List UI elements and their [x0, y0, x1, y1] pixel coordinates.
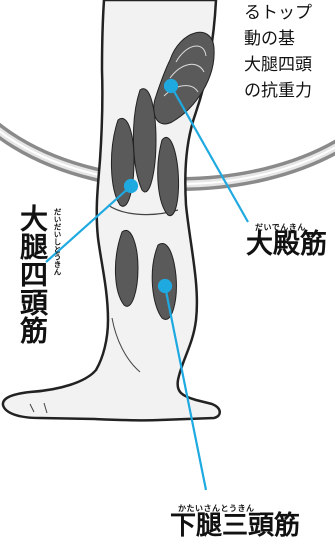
triceps-surae-label: 下腿三頭筋 [170, 511, 300, 541]
calf-pointer [165, 286, 206, 490]
quadriceps-label: 大腿四頭筋 [16, 204, 48, 344]
gluteus-pointer [171, 86, 248, 222]
description-line: 動の基 [244, 26, 335, 52]
description-line: 大腿四頭 [244, 52, 335, 78]
gluteus-label: 大殿筋 [246, 230, 327, 260]
description-line: るトップ [244, 0, 335, 26]
description-text: るトップ 動の基 大腿四頭 の抗重力 [244, 0, 335, 104]
description-line: の抗重力 [244, 78, 335, 104]
quadriceps-ruby: だいだいしとうきん [52, 208, 62, 276]
